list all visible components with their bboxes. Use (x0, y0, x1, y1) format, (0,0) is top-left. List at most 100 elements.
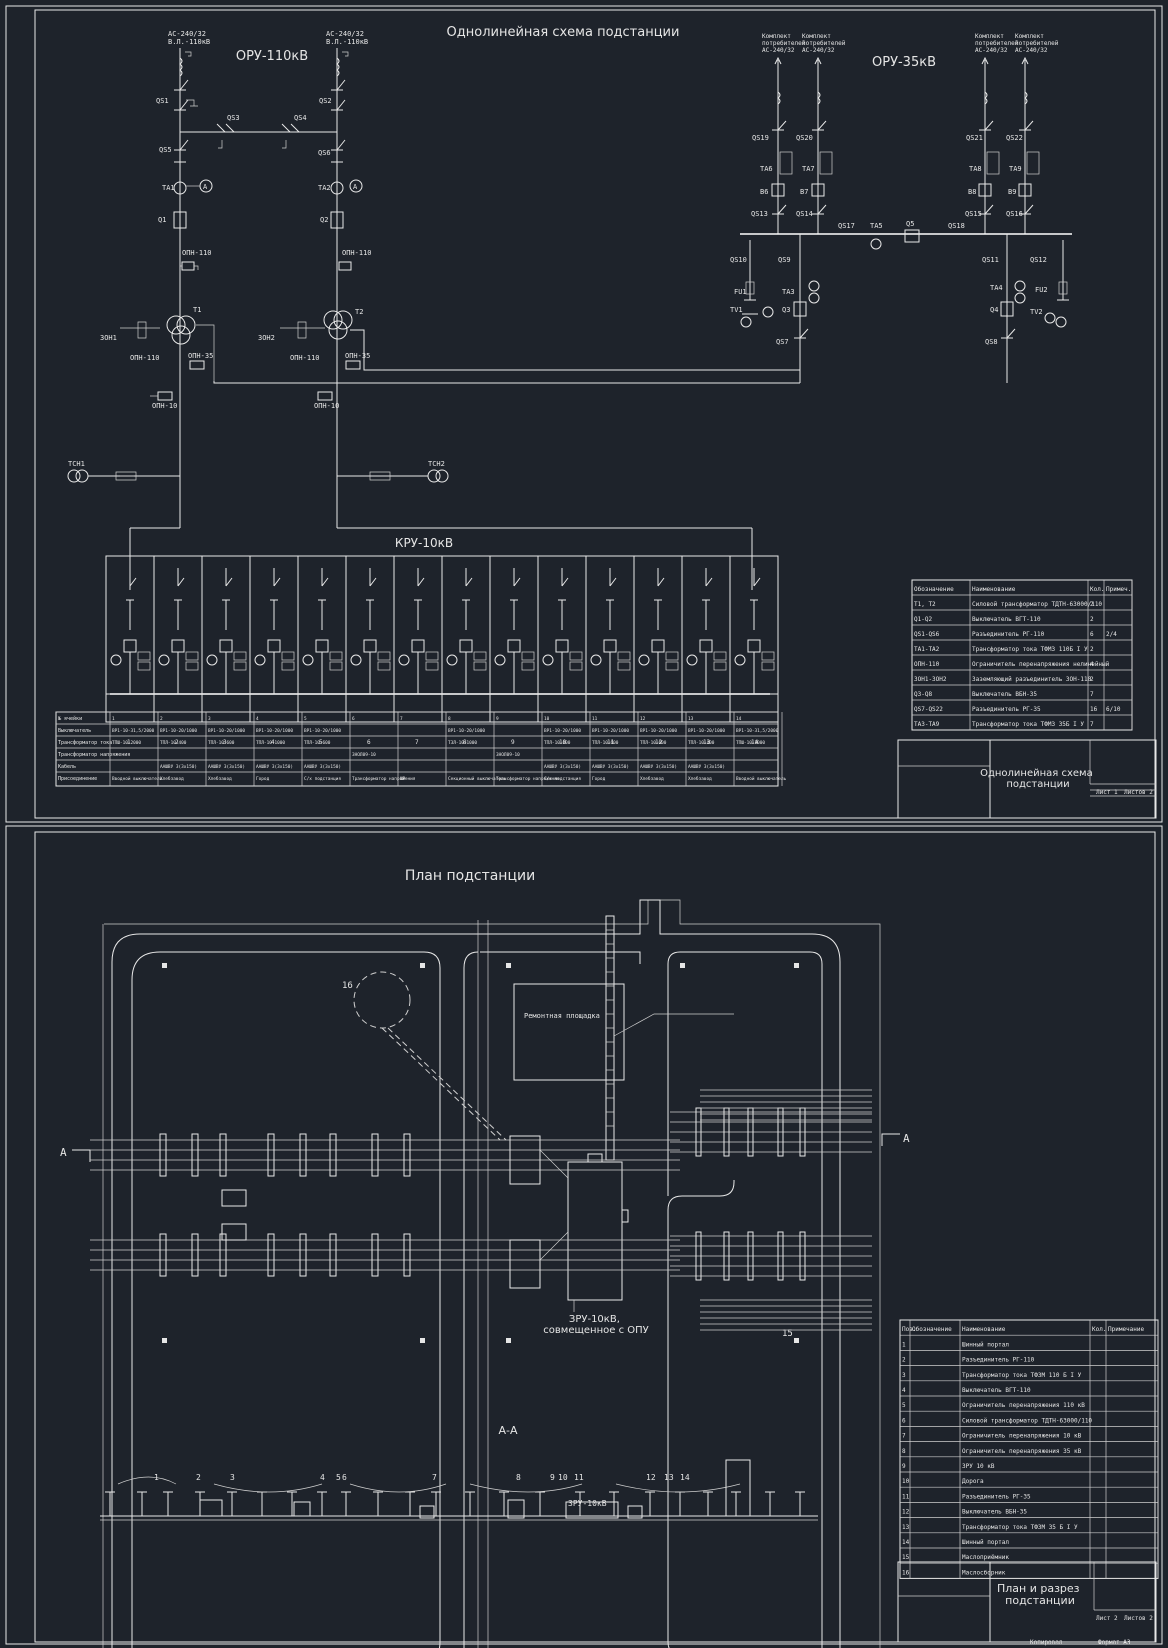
kru-cell-value: ТПЛ-10-1000 (256, 740, 285, 746)
spec-row-cell: 4 (1090, 661, 1094, 668)
spec-header-cell: Кол. (1092, 1326, 1106, 1333)
svg-text:15: 15 (782, 1329, 793, 1339)
spec-row-cell: ЗРУ 10 кВ (962, 1463, 995, 1470)
kru-cell-value: ТПЛ-10-600 (208, 740, 235, 746)
svg-text:Лист 1: Лист 1 (1096, 789, 1118, 796)
kru-cell-value: ВР1-10-20/1000 (688, 728, 725, 734)
oru110-right-chain: АС-240/32 В.Л.-110кВ QS2 QS6 A TA2 Q2 ОП… (213, 30, 801, 590)
svg-text:План и разрез подстанции: План и разрез подстанции (997, 1582, 1083, 1607)
spec-header-cell: Обозначение (912, 1326, 952, 1333)
kru-cell-value: 11 (592, 716, 598, 722)
svg-text:АС-240/32: АС-240/32 (802, 47, 835, 54)
kru-cell-value: ТПШ-10-2000 (736, 740, 765, 746)
spec-row-cell: 14 (902, 1539, 910, 1546)
svg-text:QS16: QS16 (1006, 210, 1023, 218)
kru-cell-value: ААШВУ 3(3х150) (544, 764, 581, 770)
svg-text:потребителей: потребителей (762, 40, 806, 47)
kru-cell-value: ВР1-10-20/1000 (640, 728, 677, 734)
svg-text:TA2: TA2 (318, 184, 331, 192)
kru-cell-value: 8 (448, 716, 451, 722)
oru35-scheme: Комплект потребителей АС-240/32 Комплект… (730, 33, 1072, 383)
spec-row-cell: Q3-Q8 (914, 691, 932, 698)
svg-text:QS19: QS19 (752, 134, 769, 142)
svg-text:ТСН2: ТСН2 (428, 460, 445, 468)
repair-area (513, 983, 625, 1081)
kru-cell-value: ТПЛ-10-400 (160, 740, 187, 746)
section-item-number: 3 (230, 1473, 235, 1482)
kru-cell-value: Хлебзавод (208, 775, 232, 782)
svg-text:А: А (60, 1146, 67, 1159)
kru-cell-value: 1 (112, 716, 115, 722)
kru-cell-value: Город (256, 776, 270, 782)
spec-row-cell: T1, T2 (914, 601, 936, 608)
copied-label: Копировал (1030, 1639, 1063, 1646)
kru-row-header: Присоединение (58, 776, 97, 782)
kru-row-header: Трансформатор тока (58, 740, 112, 746)
sheet1-outer-frame (5, 5, 1163, 823)
kru-cell-value: Вводной выключатель (112, 776, 163, 782)
kru-row-header: Трансформатор напряжения (58, 752, 130, 758)
sheet1-stamp: Однолинейная схема подстанции Лист 1 Лис… (897, 739, 1157, 819)
svg-text:ЗРУ-10кВ: ЗРУ-10кВ (568, 1499, 607, 1508)
svg-text:QS10: QS10 (730, 256, 747, 264)
kru-cell-number: 5 (319, 739, 323, 746)
kru-cell-number: 8 (463, 739, 467, 746)
svg-text:FU2: FU2 (1035, 286, 1048, 294)
svg-text:QS7: QS7 (776, 338, 789, 346)
svg-text:Комплект: Комплект (1015, 33, 1044, 40)
svg-text:T2: T2 (355, 308, 363, 316)
spec-row-cell: Заземляющий разъединитель ЗОН-110 (972, 676, 1092, 683)
spec-row-cell: 6 (1090, 631, 1094, 638)
kru-cell-number: 7 (415, 739, 419, 746)
sheet2-outer-frame (5, 825, 1163, 1645)
sheet1-title: Однолинейная схема подстанции (447, 25, 680, 40)
kru-cell-number: 6 (367, 739, 371, 746)
spec-row-cell: 15 (902, 1554, 910, 1561)
spec-row-cell: Ограничитель перенапряжения 10 кВ (962, 1433, 1082, 1440)
kru-cell-value: ВР1-10-20/1000 (304, 728, 341, 734)
svg-text:QS21: QS21 (966, 134, 983, 142)
spec-row-cell: Трансформатор тока ТФЗМ 35 Б I У (962, 1524, 1078, 1531)
spec-row-cell: 1 (902, 1341, 906, 1348)
svg-text:ОПН-110: ОПН-110 (342, 249, 372, 257)
kru-cell-value: 5 (304, 716, 307, 722)
kru-cell-value: ВР1-10-31,5/2000 (736, 728, 779, 734)
spec-row-cell: 8 (902, 1448, 906, 1455)
kru-cell-value: Город (592, 776, 606, 782)
svg-text:QS14: QS14 (796, 210, 813, 218)
section-item-number: 11 (574, 1473, 584, 1482)
svg-text:Лист 2: Лист 2 (1096, 1615, 1118, 1622)
kru-cell-value: ВР1-10-20/1000 (256, 728, 293, 734)
spec-row-cell: 12 (902, 1509, 910, 1516)
kru-cell-value: ТПЛ-10-600 (592, 740, 619, 746)
svg-text:ОПН-110: ОПН-110 (182, 249, 212, 257)
svg-text:В.Л.-110кВ: В.Л.-110кВ (168, 38, 210, 46)
kru-cell-value: ААШВУ 3(3х150) (304, 764, 341, 770)
kru-cell-value: ТПШ-10-2000 (112, 740, 141, 746)
kru-row-header: Кабель (58, 763, 76, 770)
spec-row-cell: Ограничитель перенапряжения нелинейный (972, 661, 1110, 668)
spec-header-cell: Поз. (902, 1326, 916, 1333)
svg-text:потребителей: потребителей (975, 40, 1019, 47)
section-item-number: 2 (196, 1473, 201, 1482)
spec-row-cell: Разъединитель РГ-35 (962, 1493, 1031, 1500)
kru-cell-value: 3 (208, 716, 211, 722)
svg-text:TA5: TA5 (870, 222, 883, 230)
kru-cell-value: ТПЛ-10-600 (544, 740, 571, 746)
oru110-left-chain: АС-240/32 QS1 В.Л.-110кВ QS1 QS3 QS4 QS5… (67, 30, 337, 590)
kru-cell-number: 11 (607, 739, 615, 746)
svg-text:QS3: QS3 (227, 114, 240, 122)
spec-row-cell: Дорога (962, 1478, 984, 1485)
svg-text:ОПН-10: ОПН-10 (314, 402, 339, 410)
spec-row-cell: TA1-TA2 (914, 646, 940, 653)
svg-text:TA6: TA6 (760, 165, 773, 173)
svg-text:ОПН-35: ОПН-35 (345, 352, 370, 360)
kru-cell-value: 4 (256, 716, 259, 722)
spec-row-cell: Силовой трансформатор ТДТН-63000/110 (972, 601, 1102, 608)
svg-text:Листов 2: Листов 2 (1124, 1615, 1153, 1622)
svg-text:АС-240/32: АС-240/32 (168, 30, 206, 38)
svg-text:ЗОН2: ЗОН2 (258, 334, 275, 342)
